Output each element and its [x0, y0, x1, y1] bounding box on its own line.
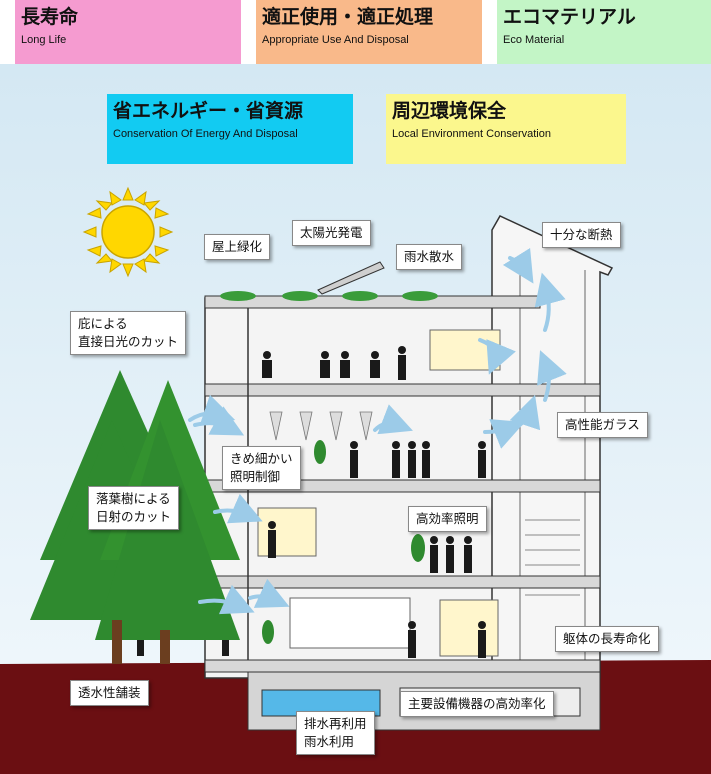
label-efficient-lighting: 高効率照明 [408, 506, 487, 532]
category-appropriate-use: 適正使用・適正処理 Appropriate Use And Disposal [256, 0, 482, 64]
airflow-arrows [188, 247, 567, 615]
label-lighting-control: きめ細かい 照明制御 [222, 446, 301, 490]
label-deciduous-shading-line1: 落葉樹による [96, 491, 171, 506]
category-local-environment-title: 周辺環境保全 [392, 100, 507, 122]
label-sufficient-insulation: 十分な断熱 [542, 222, 621, 248]
label-high-performance-glass: 高性能ガラス [557, 412, 648, 438]
label-permeable-paving: 透水性舗装 [70, 680, 149, 706]
category-energy-conservation: 省エネルギー・省資源 Conservation Of Energy And Di… [107, 94, 353, 164]
label-water-reuse: 排水再利用 雨水利用 [296, 711, 375, 755]
category-eco-material-title: エコマテリアル [503, 6, 636, 28]
category-long-life: 長寿命 Long Life [15, 0, 241, 64]
category-energy-conservation-subtitle: Conservation Of Energy And Disposal [113, 128, 298, 140]
category-local-environment-subtitle: Local Environment Conservation [392, 128, 551, 140]
category-local-environment: 周辺環境保全 Local Environment Conservation [386, 94, 626, 164]
label-structure-longevity: 躯体の長寿命化 [555, 626, 659, 652]
label-water-reuse-line2: 雨水利用 [304, 734, 355, 749]
category-eco-material-subtitle: Eco Material [503, 34, 565, 46]
label-lighting-control-line1: きめ細かい [230, 451, 293, 466]
category-long-life-title: 長寿命 [21, 6, 79, 28]
category-long-life-subtitle: Long Life [21, 34, 67, 46]
label-deciduous-shading-line2: 日射のカット [96, 509, 172, 524]
label-rooftop-greening: 屋上緑化 [204, 234, 271, 260]
category-energy-conservation-title: 省エネルギー・省資源 [113, 100, 304, 122]
label-equipment-efficiency: 主要設備機器の高効率化 [400, 691, 554, 717]
label-rainwater-sprinkling: 雨水散水 [396, 244, 463, 270]
category-appropriate-use-subtitle: Appropriate Use And Disposal [262, 34, 409, 46]
category-eco-material: エコマテリアル Eco Material [497, 0, 711, 64]
label-solar-power: 太陽光発電 [292, 220, 371, 246]
category-appropriate-use-title: 適正使用・適正処理 [262, 6, 434, 28]
label-eaves-shading-line1: 庇による [78, 316, 128, 331]
sun-icon [82, 186, 174, 278]
label-deciduous-shading: 落葉樹による 日射のカット [88, 486, 180, 530]
label-lighting-control-line2: 照明制御 [230, 469, 281, 484]
label-eaves-shading-line2: 直接日光のカット [78, 334, 179, 349]
label-eaves-shading: 庇による 直接日光のカット [70, 311, 187, 355]
label-water-reuse-line1: 排水再利用 [304, 716, 367, 731]
